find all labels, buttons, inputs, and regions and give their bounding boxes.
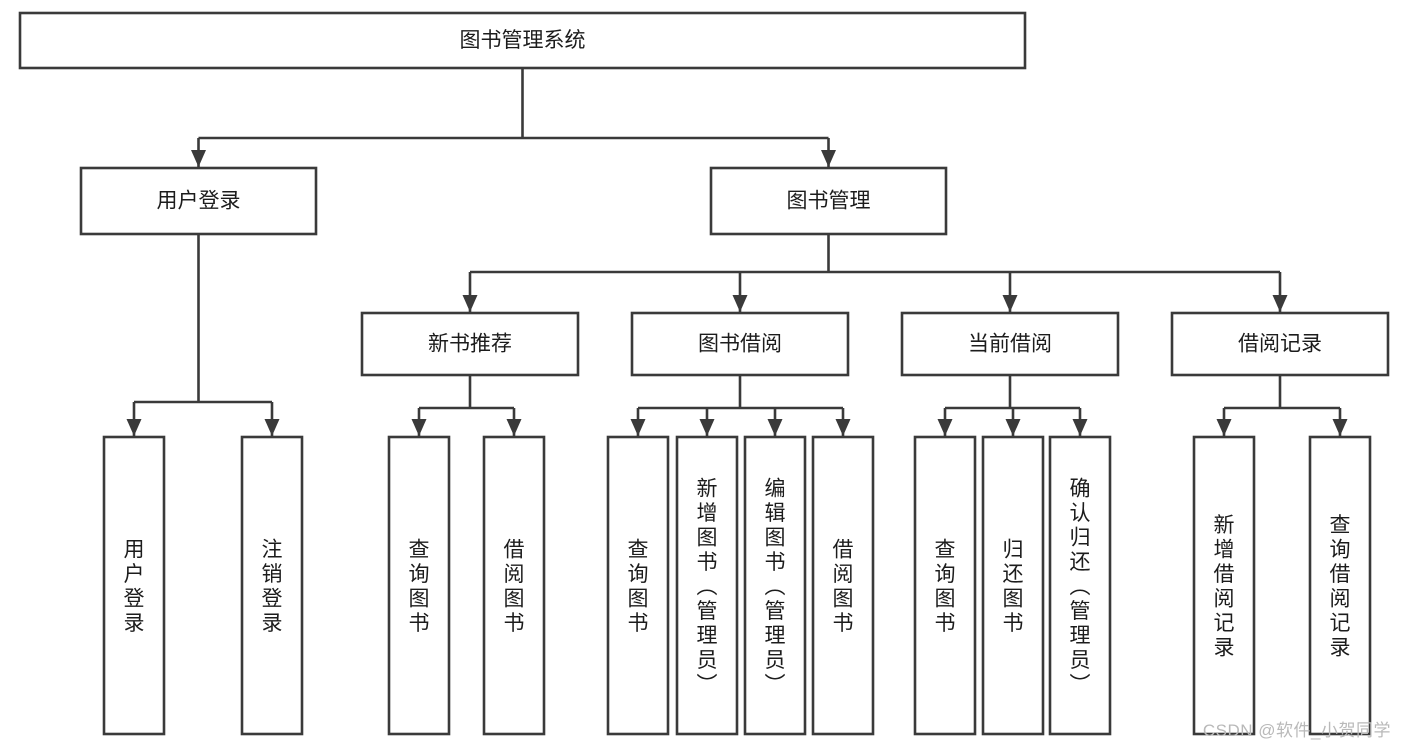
book-borrow-leaves-arrow-3 (835, 419, 851, 436)
current-borrow-leaves-arrow-0 (937, 419, 953, 436)
node-label-leaf-query-book-current: 查询图书 (935, 539, 956, 636)
root-arrow-0 (191, 150, 206, 167)
node-new-book-recommend[interactable]: 新书推荐 (360, 311, 580, 377)
node-leaf-edit-book-admin[interactable]: 编辑图书︵管理员︶ (743, 435, 807, 736)
borrow-record-leaves-arrow-0 (1216, 419, 1232, 436)
node-box-leaf-add-borrow-record (1192, 435, 1256, 736)
node-box-root (18, 11, 1027, 70)
watermark-label: CSDN @软件_小贺同学 (1202, 721, 1391, 740)
new-book-recommend-leaves-arrow-0 (411, 419, 427, 436)
node-layer: 图书管理系统用户登录图书管理新书推荐图书借阅当前借阅借阅记录用户登录注销登录查询… (18, 11, 1390, 736)
node-box-leaf-add-book-admin (675, 435, 739, 736)
node-root[interactable]: 图书管理系统 (18, 11, 1027, 70)
node-book-management[interactable]: 图书管理 (709, 166, 948, 236)
node-leaf-add-book-admin[interactable]: 新增图书︵管理员︶ (675, 435, 739, 736)
node-label-leaf-logout: 注销登录 (262, 539, 283, 636)
node-current-borrow[interactable]: 当前借阅 (900, 311, 1120, 377)
node-label-leaf-query-borrow-record: 查询借阅记录 (1330, 514, 1351, 660)
user-login-leaves-arrow-0 (126, 419, 142, 436)
node-box-leaf-user-login (102, 435, 166, 736)
book-management-arrow-0 (462, 295, 478, 312)
book-borrow-leaves-arrow-0 (630, 419, 646, 436)
node-label-leaf-confirm-return-admin: 确认归还︵管理员︶ (1070, 477, 1091, 696)
book-management-arrow-1 (732, 295, 748, 312)
node-box-leaf-edit-book-admin (743, 435, 807, 736)
node-leaf-logout[interactable]: 注销登录 (240, 435, 304, 736)
node-leaf-return-book[interactable]: 归还图书 (981, 435, 1045, 736)
node-borrow-record[interactable]: 借阅记录 (1170, 311, 1390, 377)
node-box-leaf-query-borrow-record (1308, 435, 1372, 736)
node-label-borrow-record: 借阅记录 (1238, 333, 1322, 356)
connector-layer (126, 68, 1348, 436)
book-borrow-leaves-arrow-2 (767, 419, 783, 436)
borrow-record-leaves-arrow-1 (1332, 419, 1348, 436)
node-leaf-query-book-borrow[interactable]: 查询图书 (606, 435, 670, 736)
book-management-arrow-2 (1002, 295, 1018, 312)
node-leaf-query-borrow-record[interactable]: 查询借阅记录 (1308, 435, 1372, 736)
node-leaf-borrow-book-recommend[interactable]: 借阅图书 (482, 435, 546, 736)
node-label-book-borrow: 图书借阅 (698, 333, 782, 356)
node-label-leaf-add-book-admin: 新增图书︵管理员︶ (697, 477, 718, 696)
node-label-leaf-add-borrow-record: 新增借阅记录 (1214, 514, 1235, 660)
node-box-leaf-query-book-borrow (606, 435, 670, 736)
node-leaf-query-book-current[interactable]: 查询图书 (913, 435, 977, 736)
node-label-leaf-edit-book-admin: 编辑图书︵管理员︶ (765, 477, 786, 696)
node-box-user-login (79, 166, 318, 236)
node-label-root: 图书管理系统 (460, 29, 586, 52)
node-box-book-borrow (630, 311, 850, 377)
node-label-leaf-query-book-borrow: 查询图书 (628, 539, 649, 636)
node-box-current-borrow (900, 311, 1120, 377)
node-box-leaf-query-book-current (913, 435, 977, 736)
node-label-leaf-borrow-book: 借阅图书 (833, 539, 854, 636)
node-box-leaf-return-book (981, 435, 1045, 736)
node-leaf-borrow-book[interactable]: 借阅图书 (811, 435, 875, 736)
node-label-current-borrow: 当前借阅 (968, 333, 1052, 356)
book-management-arrow-3 (1272, 295, 1288, 312)
node-user-login[interactable]: 用户登录 (79, 166, 318, 236)
node-leaf-add-borrow-record[interactable]: 新增借阅记录 (1192, 435, 1256, 736)
node-label-leaf-user-login: 用户登录 (124, 539, 145, 636)
node-box-leaf-logout (240, 435, 304, 736)
node-box-leaf-borrow-book-recommend (482, 435, 546, 736)
user-login-leaves-arrow-1 (264, 419, 280, 436)
node-label-book-management: 图书管理 (787, 190, 871, 213)
node-label-leaf-borrow-book-recommend: 借阅图书 (504, 539, 525, 636)
node-label-leaf-query-book-recommend: 查询图书 (409, 539, 430, 636)
node-leaf-query-book-recommend[interactable]: 查询图书 (387, 435, 451, 736)
node-box-leaf-borrow-book (811, 435, 875, 736)
new-book-recommend-leaves-arrow-1 (506, 419, 522, 436)
node-box-borrow-record (1170, 311, 1390, 377)
node-label-user-login: 用户登录 (157, 190, 241, 213)
node-book-borrow[interactable]: 图书借阅 (630, 311, 850, 377)
book-borrow-leaves-arrow-1 (699, 419, 715, 436)
node-box-leaf-confirm-return-admin (1048, 435, 1112, 736)
node-box-leaf-query-book-recommend (387, 435, 451, 736)
node-label-new-book-recommend: 新书推荐 (428, 333, 512, 356)
node-label-leaf-return-book: 归还图书 (1003, 539, 1024, 636)
current-borrow-leaves-arrow-1 (1005, 419, 1021, 436)
node-box-new-book-recommend (360, 311, 580, 377)
node-leaf-user-login[interactable]: 用户登录 (102, 435, 166, 736)
current-borrow-leaves-arrow-2 (1072, 419, 1088, 436)
node-box-book-management (709, 166, 948, 236)
root-arrow-1 (821, 150, 836, 167)
node-leaf-confirm-return-admin[interactable]: 确认归还︵管理员︶ (1048, 435, 1112, 736)
